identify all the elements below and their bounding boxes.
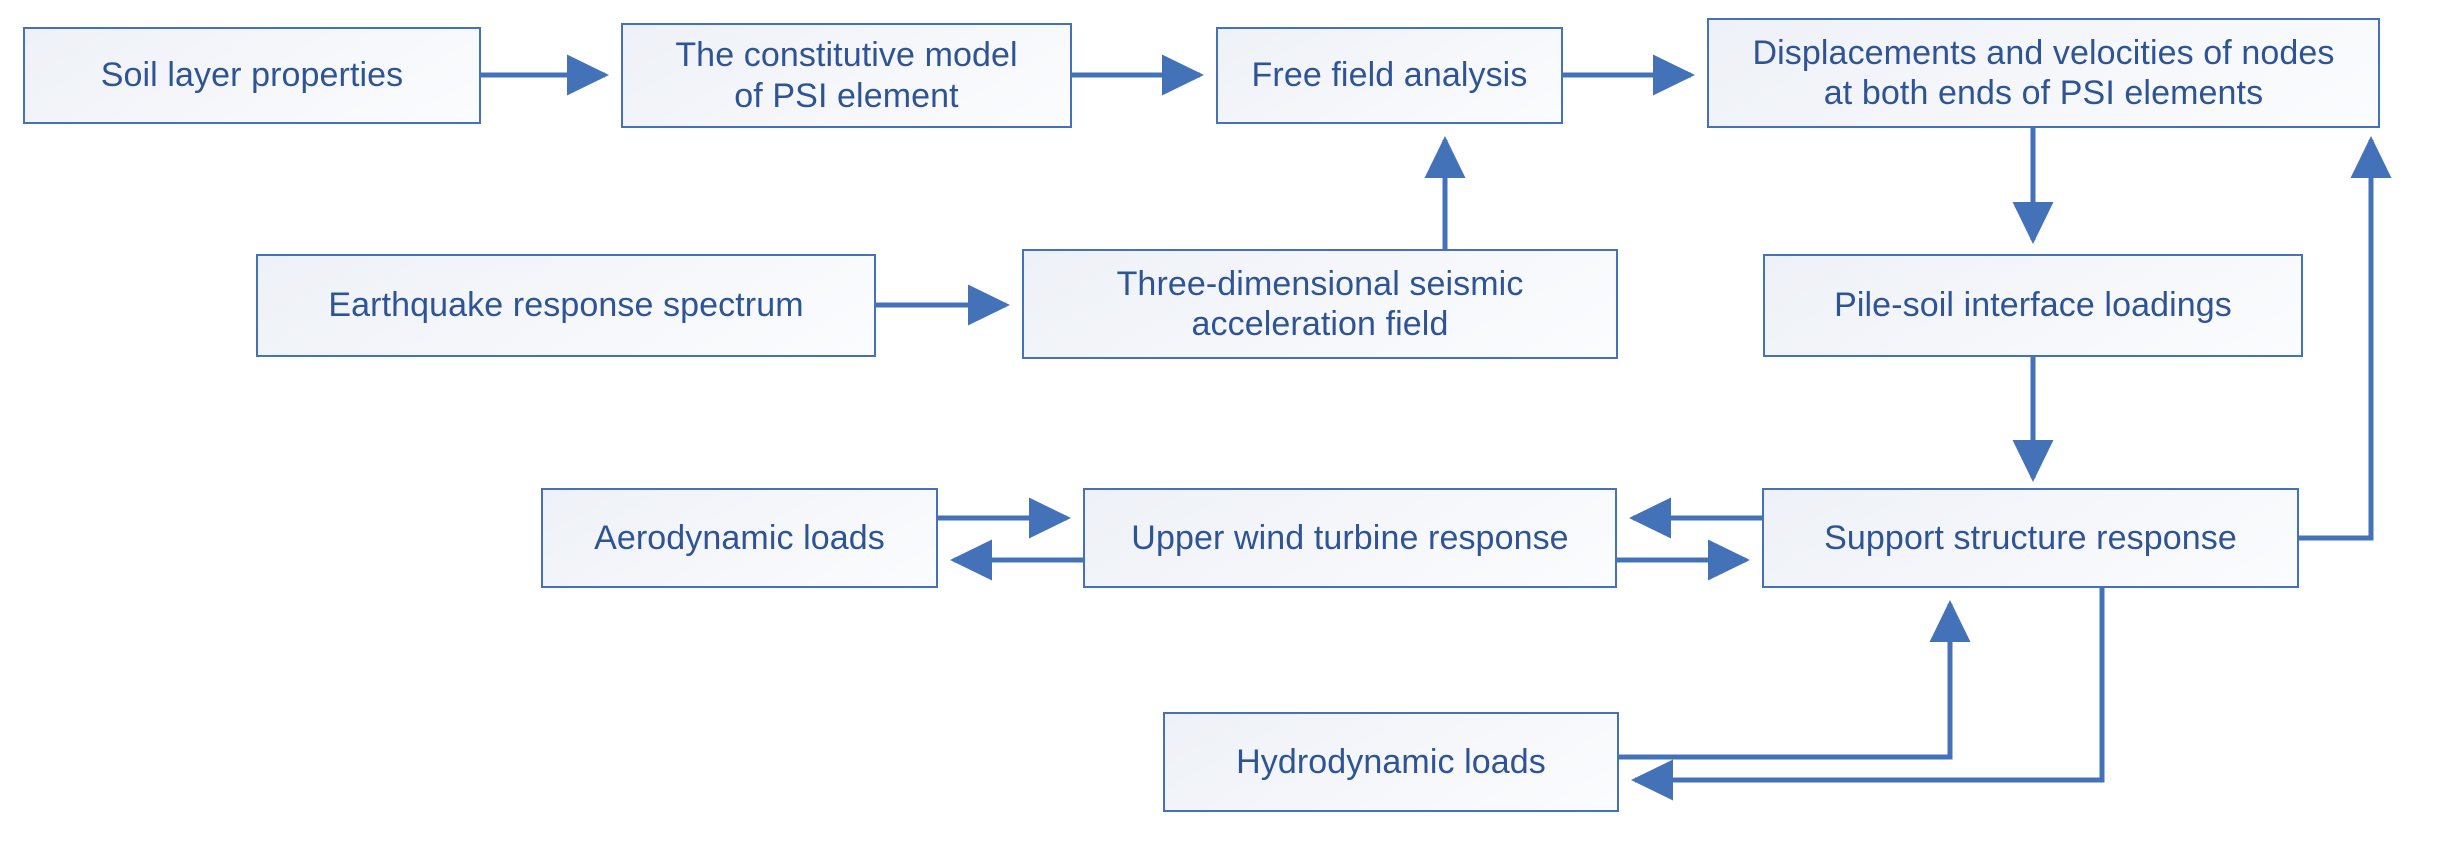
node-support-structure-response[interactable]: Support structure response	[1762, 488, 2299, 588]
node-label: Hydrodynamic loads	[1236, 742, 1546, 781]
connector-hydro-to-support	[1619, 599, 1971, 760]
node-upper-wind-turbine-response[interactable]: Upper wind turbine response	[1083, 488, 1617, 588]
node-label: Soil layer properties	[100, 56, 404, 95]
node-label: Earthquake response spectrum	[328, 286, 804, 325]
node-label: Three-dimensional seismic acceleration f…	[1116, 264, 1524, 343]
node-label: Upper wind turbine response	[1131, 518, 1569, 557]
node-label: Pile-soil interface loadings	[1834, 286, 2232, 325]
connector-support-to-displacements	[2299, 135, 2392, 541]
node-label: Free field analysis	[1251, 56, 1528, 95]
node-earthquake-response-spectrum[interactable]: Earthquake response spectrum	[256, 254, 876, 357]
node-hydrodynamic-loads[interactable]: Hydrodynamic loads	[1163, 712, 1619, 812]
node-displacements-velocities[interactable]: Displacements and velocities of nodes at…	[1707, 18, 2380, 128]
node-soil-layer-properties[interactable]: Soil layer properties	[23, 27, 481, 124]
node-label: Displacements and velocities of nodes at…	[1752, 33, 2335, 112]
node-three-dimensional-seismic-field[interactable]: Three-dimensional seismic acceleration f…	[1022, 249, 1618, 359]
node-label: The constitutive model of PSI element	[675, 36, 1018, 115]
node-aerodynamic-loads[interactable]: Aerodynamic loads	[541, 488, 938, 588]
node-free-field-analysis[interactable]: Free field analysis	[1216, 27, 1563, 124]
node-constitutive-model[interactable]: The constitutive model of PSI element	[621, 23, 1072, 128]
connector-support-to-hydro	[1630, 588, 2105, 801]
node-label: Aerodynamic loads	[594, 518, 885, 557]
node-pile-soil-interface-loadings[interactable]: Pile-soil interface loadings	[1763, 254, 2303, 357]
node-label: Support structure response	[1824, 518, 2237, 557]
